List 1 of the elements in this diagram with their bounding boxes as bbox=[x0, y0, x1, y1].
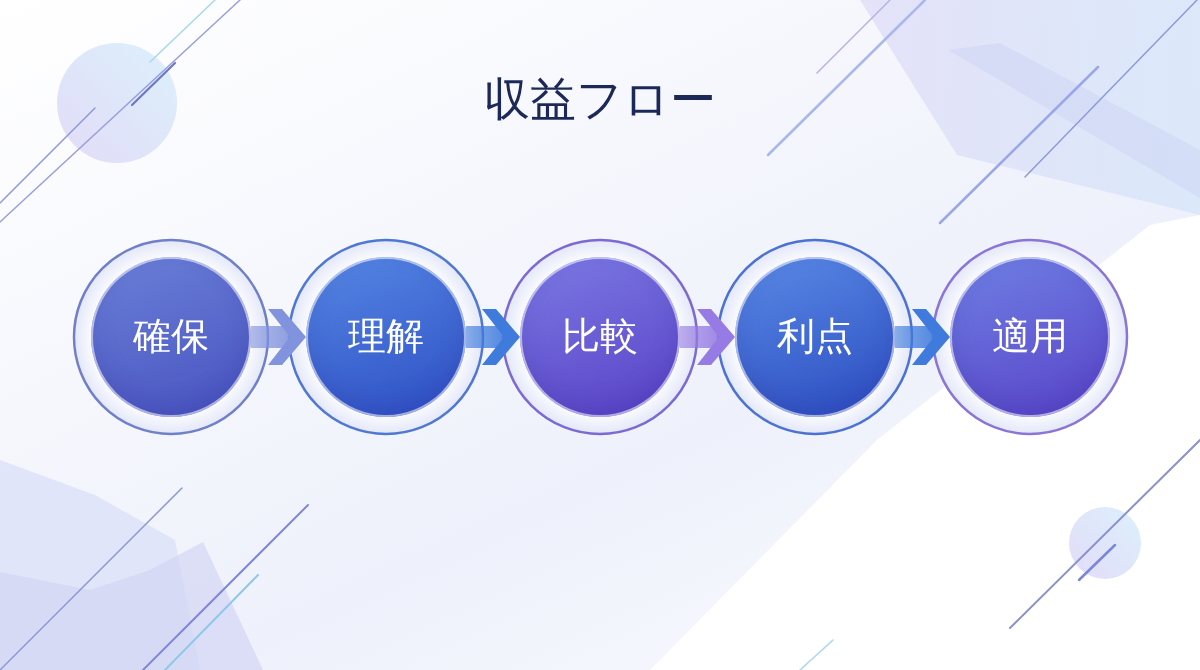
diagram-title: 収益フロー bbox=[484, 72, 716, 128]
